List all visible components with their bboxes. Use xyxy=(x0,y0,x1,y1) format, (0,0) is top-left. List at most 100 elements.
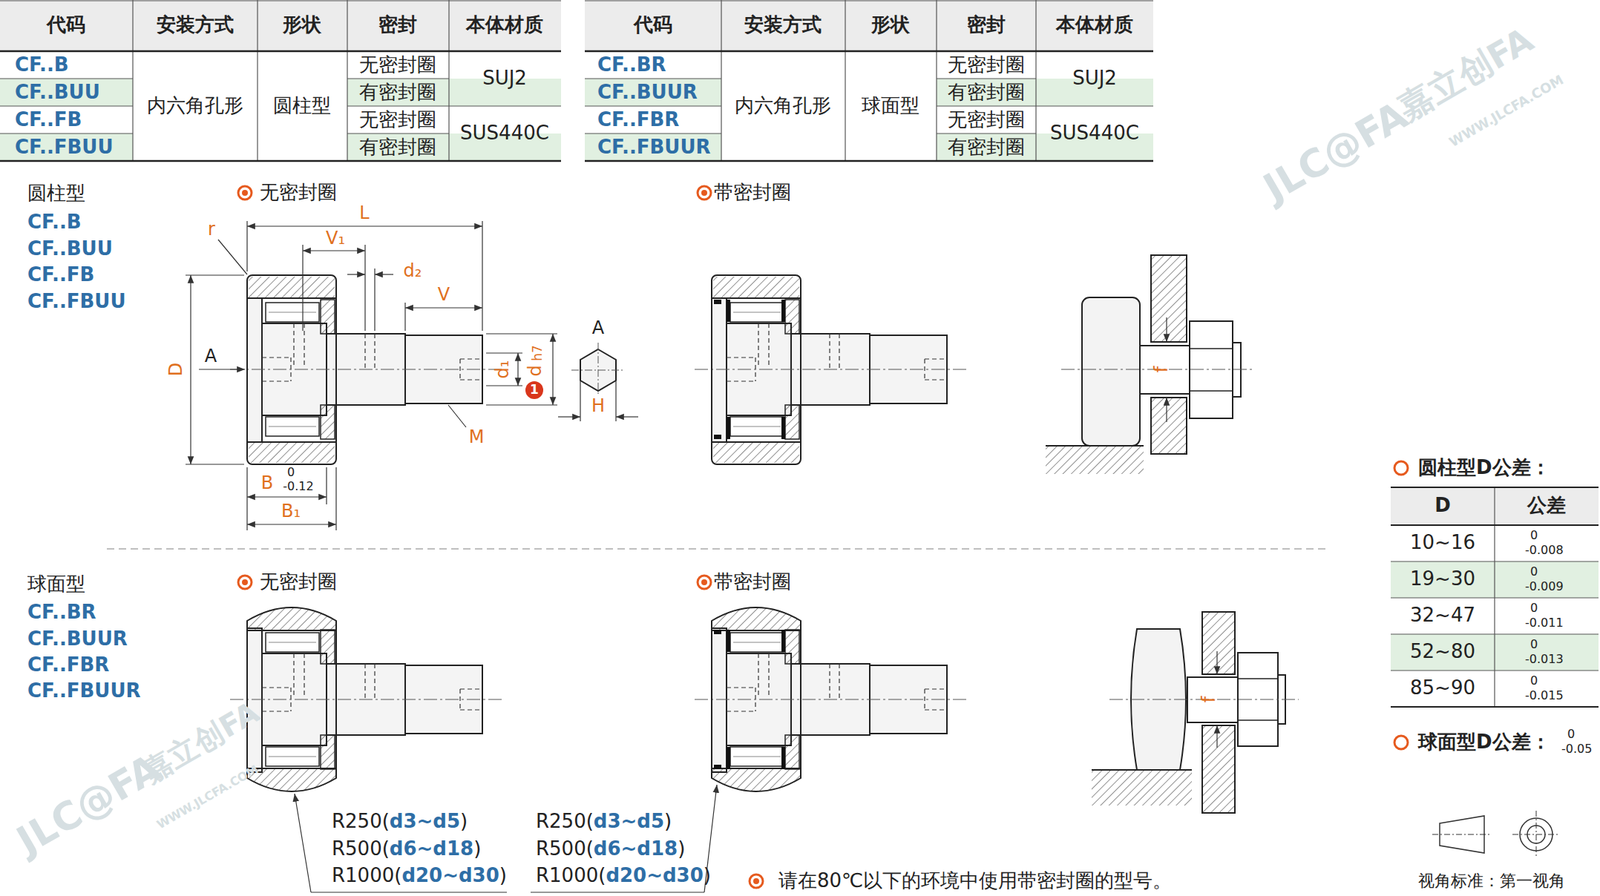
table-cell: 10~16 xyxy=(1410,532,1476,555)
section-title: 带密封圈 xyxy=(713,571,792,594)
table-header: 密封 xyxy=(378,14,418,37)
code-label: CF..FB xyxy=(27,264,95,287)
table-cell: 0 xyxy=(1530,638,1538,652)
table-cell: SUS440C xyxy=(460,122,550,145)
dimension-lines xyxy=(185,221,639,531)
dimension-label: V xyxy=(437,284,450,306)
table-cell: 有密封圈 xyxy=(947,136,1025,159)
note-text: 视角标准：第一视角 xyxy=(1418,871,1566,891)
table-cell: 32~47 xyxy=(1410,604,1476,628)
table-cell: 无密封圈 xyxy=(947,109,1025,132)
mounting-view-spherical xyxy=(1091,612,1299,814)
table-cell: 无密封圈 xyxy=(359,54,437,77)
radius-text: R1000( xyxy=(535,865,606,888)
dimension-label: d₂ xyxy=(403,261,423,283)
table-cell: -0.013 xyxy=(1525,653,1564,667)
size-range: d3~d5 xyxy=(593,811,665,834)
radius-text: R500( xyxy=(331,838,390,861)
section-icon-dots xyxy=(241,189,760,885)
table-header: 形状 xyxy=(871,14,910,37)
radius-text: R500( xyxy=(535,838,594,861)
table-cell: SUS440C xyxy=(1050,122,1140,145)
note-text: 请在80℃以下的环境中使用带密封圈的型号。 xyxy=(778,870,1172,893)
dimension-label: B₁ xyxy=(281,501,301,523)
table-header: 密封 xyxy=(966,14,1006,37)
table-header: 公差 xyxy=(1527,494,1566,518)
dimension-label: B xyxy=(261,473,274,495)
table-header: 代码 xyxy=(633,14,673,37)
table-cell: 0 xyxy=(1530,529,1538,543)
code-label: CF..BUUR xyxy=(597,81,698,104)
code-label: CF..BUU xyxy=(14,81,101,104)
table-cell: 85~90 xyxy=(1410,677,1476,700)
dimension-label: M xyxy=(469,427,485,449)
size-range: d20~d30 xyxy=(401,865,499,888)
projection-symbol xyxy=(1432,811,1560,859)
table-cell: 0 xyxy=(1530,601,1538,616)
radius-note: R500(d6~d18) xyxy=(331,838,481,861)
table-cell: 0 xyxy=(1530,674,1538,688)
dimension-label: 0 xyxy=(287,466,295,480)
code-label: CF..BR xyxy=(27,601,97,625)
spec-table xyxy=(0,0,562,162)
section-title: 圆柱型D公差： xyxy=(1418,457,1551,480)
dimension-label: A xyxy=(204,346,217,368)
table-header: 形状 xyxy=(282,14,322,37)
dimension-label: D xyxy=(166,362,188,377)
hex-socket-view xyxy=(571,342,625,395)
section-title: 无密封圈 xyxy=(259,571,337,594)
bearing-cylindrical-sealed xyxy=(694,275,970,465)
bearing-spherical xyxy=(230,607,505,792)
watermark: JLC@FA xyxy=(1256,93,1416,211)
radius-text: R1000( xyxy=(331,865,402,888)
code-label: CF..FBUU xyxy=(27,290,127,314)
section-divider xyxy=(106,548,1327,550)
table-header: 本体材质 xyxy=(466,14,544,37)
radius-note: R1000(d20~d30) xyxy=(535,865,711,888)
section-title: 带密封圈 xyxy=(713,181,792,205)
table-cell: 有密封圈 xyxy=(359,136,437,159)
table-cell: -0.015 xyxy=(1525,689,1564,703)
section-icons xyxy=(238,186,1408,889)
code-label: CF..FBUU xyxy=(14,136,114,159)
table-cell: -0.008 xyxy=(1525,543,1564,558)
table-cell: 无密封圈 xyxy=(359,109,437,132)
code-label: CF..BUUR xyxy=(27,628,128,651)
table-cell: 19~30 xyxy=(1410,568,1476,591)
tolerance-table xyxy=(1390,487,1599,708)
code-label: CF..B xyxy=(27,211,82,234)
callout-circle xyxy=(525,381,544,400)
radius-text: ) xyxy=(499,865,507,888)
table-cell: 圆柱型 xyxy=(273,94,331,118)
code-label: CF..BUU xyxy=(27,238,113,261)
size-range: d3~d5 xyxy=(389,811,461,834)
table-cell: -0.009 xyxy=(1525,580,1564,594)
table-header: 安装方式 xyxy=(156,14,234,37)
section-title: 无密封圈 xyxy=(259,181,337,205)
code-label: CF..FBUUR xyxy=(27,680,142,703)
table-cell: 无密封圈 xyxy=(947,54,1025,77)
radius-text: R250( xyxy=(535,811,594,834)
table-cell: 0 xyxy=(1530,565,1538,579)
dimension-label: r xyxy=(207,219,216,241)
radius-note: R250(d3~d5) xyxy=(535,811,672,834)
radius-text: ) xyxy=(703,865,711,888)
size-range: d6~d18 xyxy=(389,838,474,861)
dimension-label: A xyxy=(592,318,605,340)
code-label: CF..BR xyxy=(597,54,667,77)
radius-leaders xyxy=(294,785,717,893)
callout-number: 1 xyxy=(529,382,539,398)
spec-table xyxy=(584,0,1154,162)
radius-note: R250(d3~d5) xyxy=(331,811,468,834)
radius-text: R250( xyxy=(331,811,390,834)
bearing-cylindrical xyxy=(230,275,505,465)
table-header: 安装方式 xyxy=(744,14,822,37)
dimension-label: -0.12 xyxy=(282,480,314,494)
bearing-spherical-sealed xyxy=(694,607,970,792)
table-cell: 内六角孔形 xyxy=(734,94,832,118)
size-range: d20~d30 xyxy=(605,865,703,888)
dimension-label: V₁ xyxy=(325,228,346,250)
table-cell: 内六角孔形 xyxy=(146,94,244,118)
table-cell: 有密封圈 xyxy=(359,81,437,104)
table-header: D xyxy=(1434,494,1451,518)
